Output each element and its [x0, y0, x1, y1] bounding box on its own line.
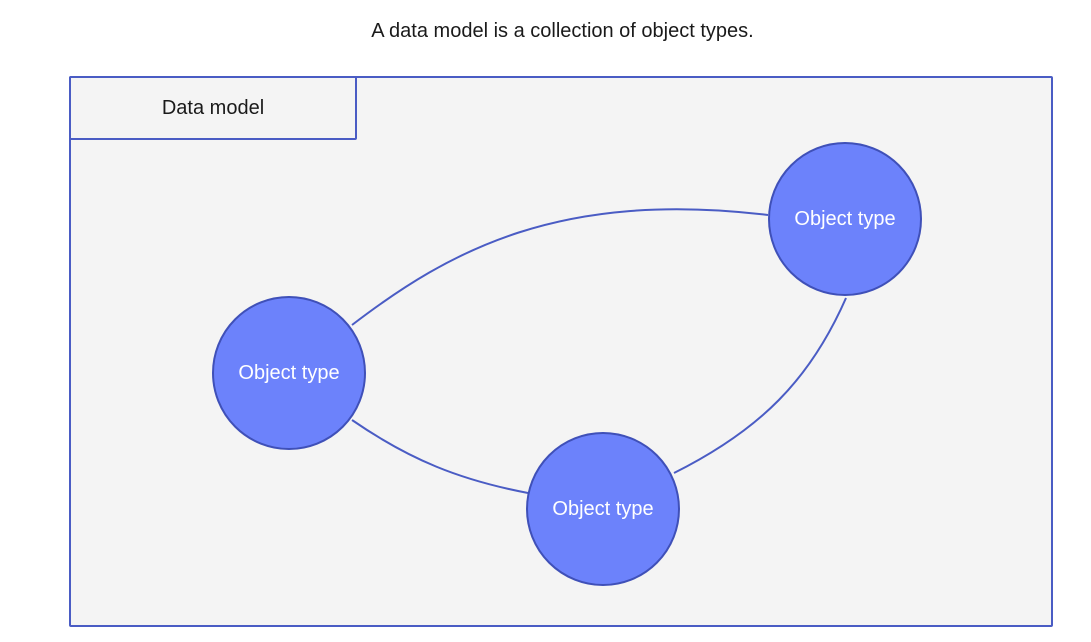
object-type-node: Object type: [768, 142, 922, 296]
object-type-node: Object type: [212, 296, 366, 450]
diagram-caption: A data model is a collection of object t…: [371, 20, 754, 42]
edge-left-to-top-right: [351, 208, 769, 326]
edge-top-right-to-bottom: [673, 297, 847, 474]
object-type-node: Object type: [526, 432, 680, 586]
edge-left-to-bottom: [351, 419, 529, 494]
data-model-label: Data model: [69, 76, 357, 140]
